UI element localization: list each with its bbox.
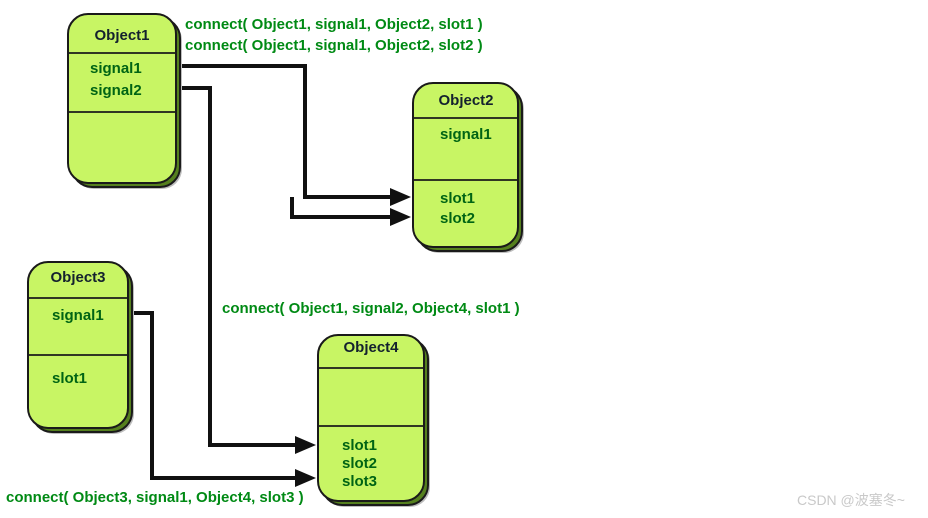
object3-body: [27, 261, 129, 429]
object3-signal1-label: signal1: [52, 307, 104, 324]
connect-label-2: connect( Object1, signal1, Object2, slot…: [185, 37, 483, 54]
object2-slot1-label: slot1: [440, 190, 475, 207]
object2-slot2-label: slot2: [440, 210, 475, 227]
connection-line: [131, 311, 295, 480]
object1-signal2-label: signal2: [90, 82, 142, 99]
object2-body: [412, 82, 519, 248]
object1-box: Object1 signal1 signal2: [67, 13, 182, 189]
object3-slot1-label: slot1: [52, 370, 87, 387]
arrowhead-icon: [295, 469, 316, 487]
connect-label-3: connect( Object1, signal2, Object4, slot…: [222, 300, 520, 317]
connection-line: [290, 197, 390, 219]
watermark: CSDN @波塞冬~: [797, 492, 905, 508]
arrowhead-icon: [390, 208, 411, 226]
object4-slot1-label: slot1: [342, 437, 377, 454]
object1-signal1-label: signal1: [90, 60, 142, 77]
connect-label-4: connect( Object3, signal1, Object4, slot…: [6, 489, 304, 506]
object2-box: Object2 signal1 slot1 slot2: [412, 82, 524, 253]
connection-line: [179, 64, 390, 199]
object2-title: Object2: [438, 92, 493, 109]
object4-title: Object4: [343, 339, 399, 356]
object4-slot2-label: slot2: [342, 455, 377, 472]
object1-title: Object1: [94, 27, 149, 44]
object1-body: [67, 13, 177, 184]
connect-label-1: connect( Object1, signal1, Object2, slot…: [185, 16, 483, 33]
object4-slot3-label: slot3: [342, 473, 377, 490]
connection-object1-signal1-object2-slot1: [179, 64, 411, 206]
arrowhead-icon: [390, 188, 411, 206]
connection-object1-signal1-object2-slot2: [290, 197, 411, 226]
connection-object1-signal2-object4-slot1: [179, 86, 316, 454]
object3-title: Object3: [50, 269, 105, 286]
object3-box: Object3 signal1 slot1: [27, 261, 134, 434]
object4-box: Object4 slot1 slot2 slot3: [317, 334, 430, 507]
connection-line: [179, 86, 295, 447]
object2-signal1-label: signal1: [440, 126, 492, 143]
connection-object3-signal1-object4-slot3: [131, 311, 316, 487]
object4-body: [317, 334, 425, 502]
arrowhead-icon: [295, 436, 316, 454]
